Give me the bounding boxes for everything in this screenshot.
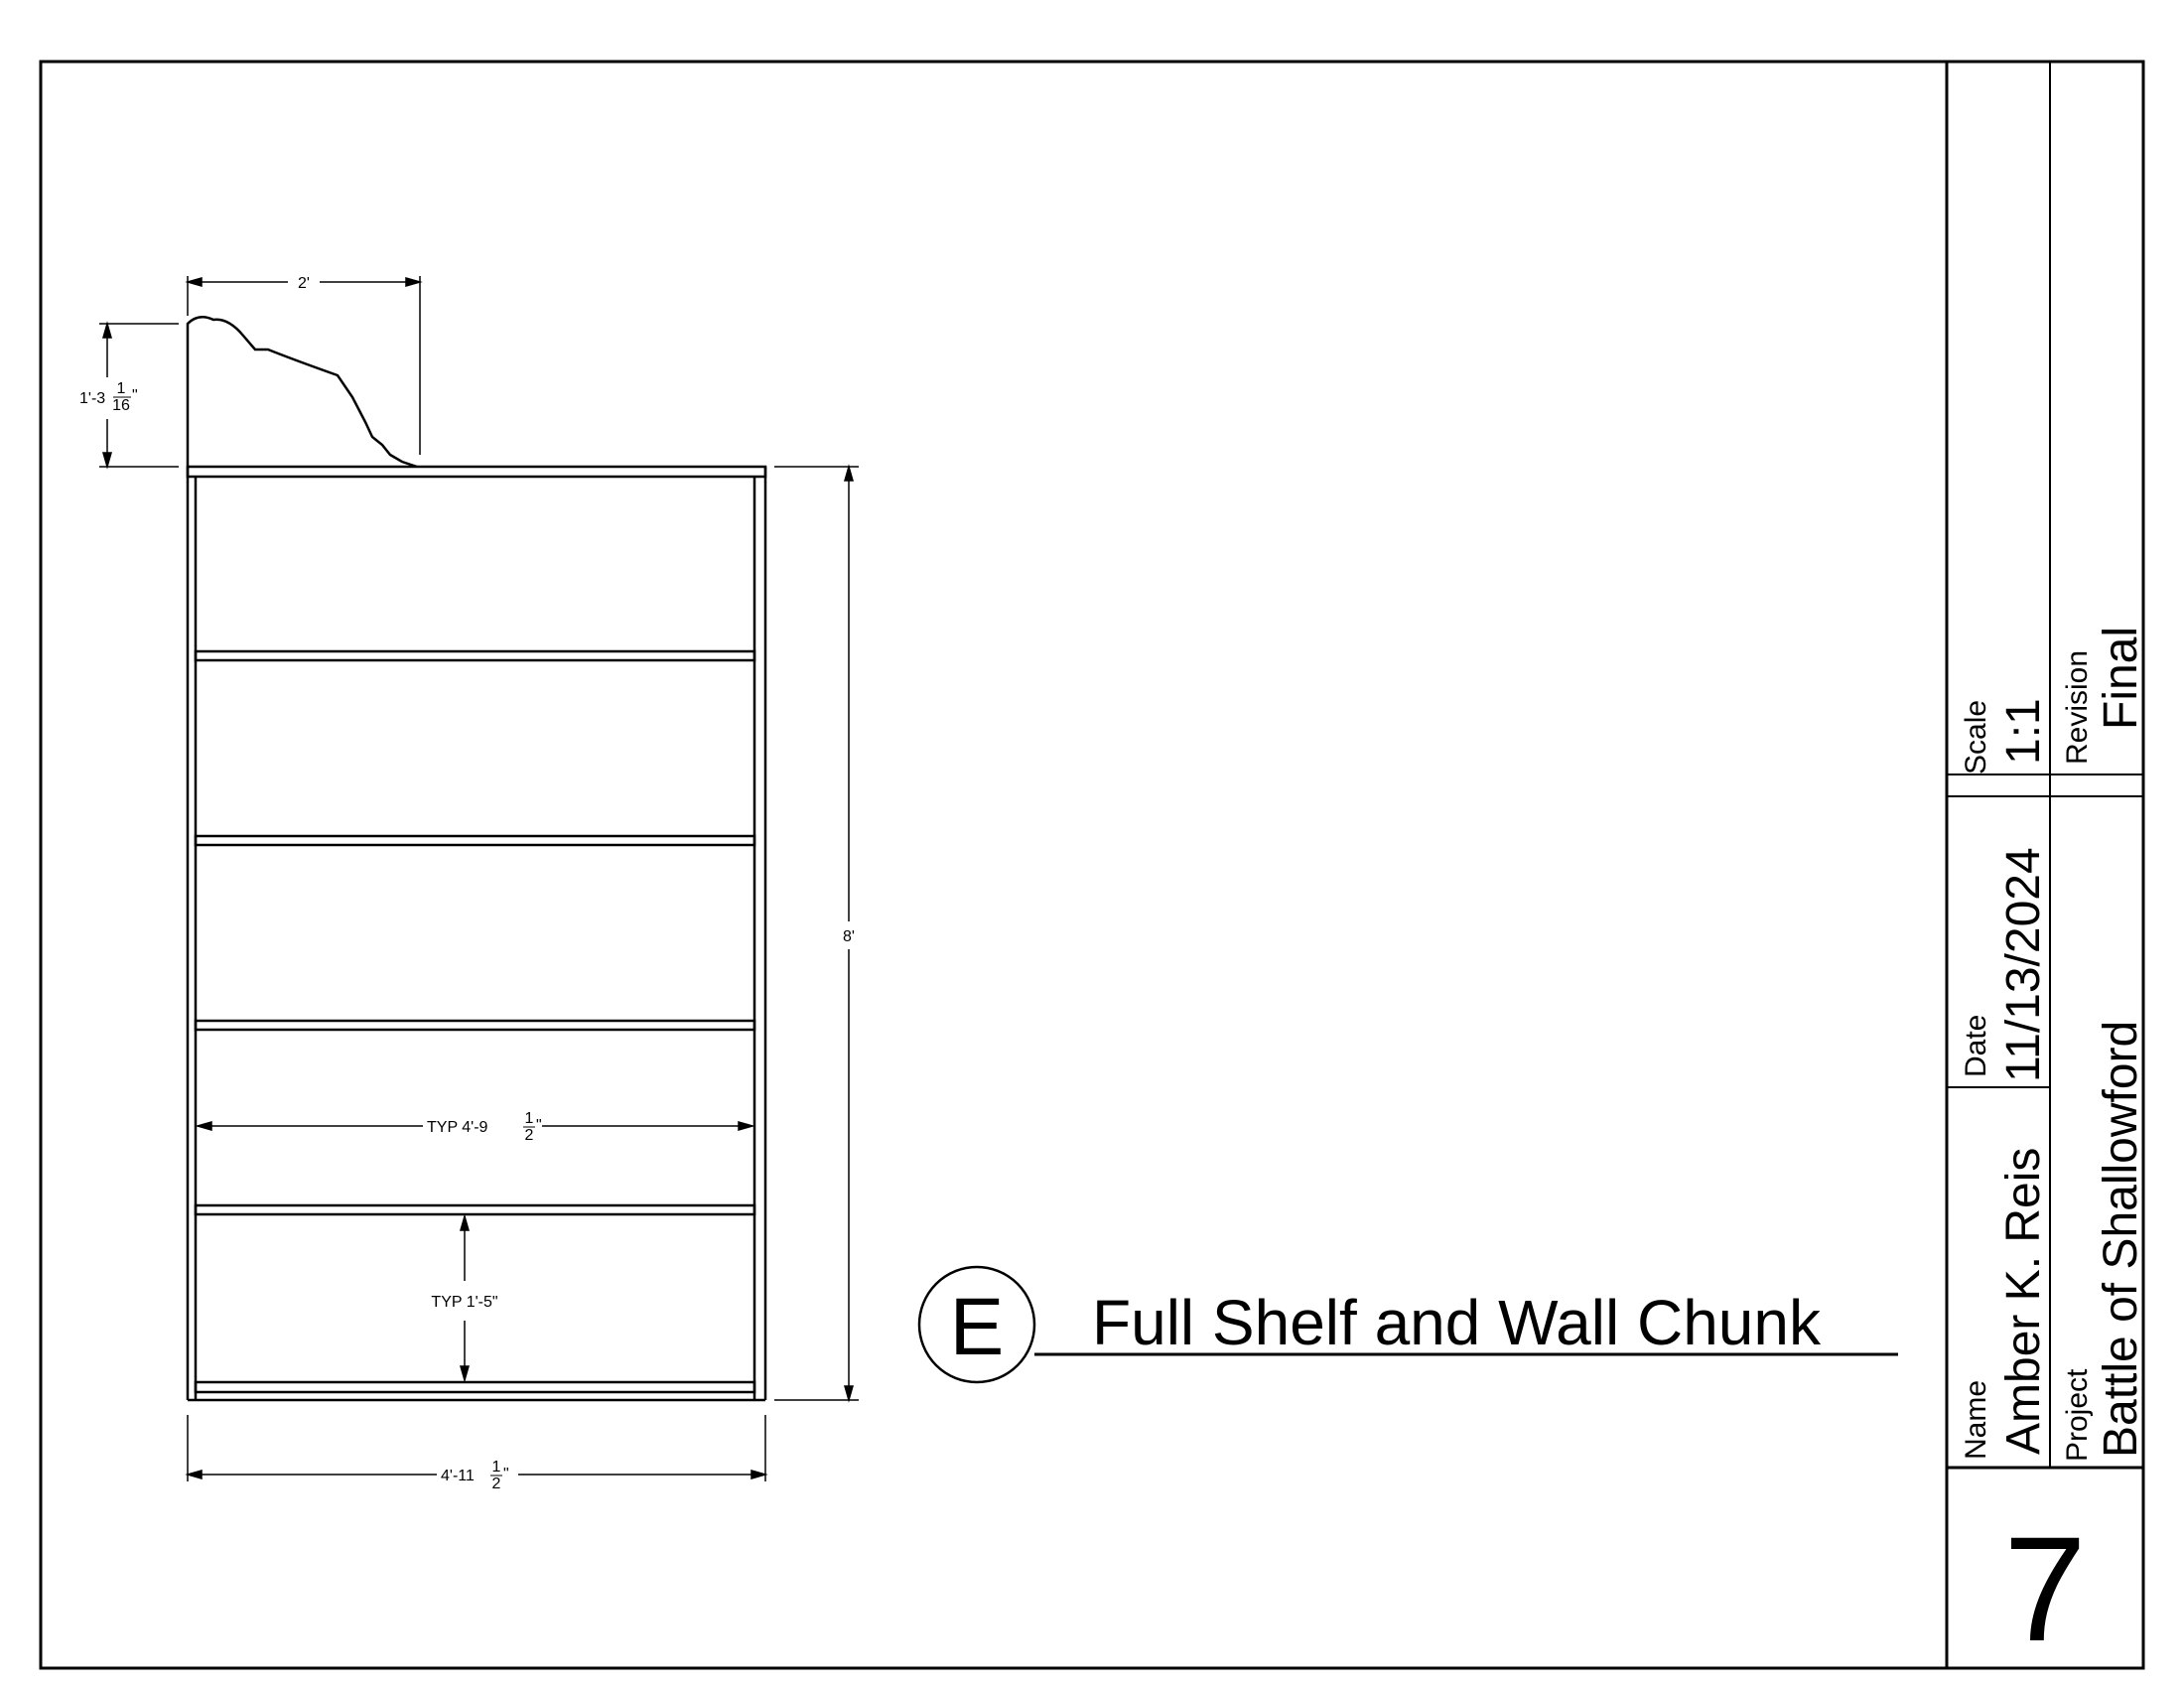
shelf-board-2 [194,834,756,847]
title-block [1945,62,2143,1668]
revision-value: Final [2095,627,2147,730]
dim-inner-width-unit: " [536,1117,542,1134]
scale-label: Scale [1960,700,1992,774]
dim-inner-width: TYP 4'-9 1 2 " [427,1110,542,1144]
sheet-border [39,60,2145,1670]
dim-overall-height: 8' [843,928,855,945]
dim-overall-width-num: 1 [492,1459,501,1476]
shelf-board-3 [194,1019,756,1032]
revision-label: Revision [2061,650,2094,765]
name-label: Name [1960,1380,1992,1460]
dim-chunk-height-unit: " [132,387,138,404]
dim-inner-width-den: 2 [525,1127,534,1144]
dim-chunk-height: 1'-3 1 16 " [79,380,138,414]
scale-value: 1:1 [1997,698,2050,765]
date-value: 11/13/2024 [1997,847,2050,1082]
dim-shelf-spacing: TYP 1'-5" [431,1294,497,1311]
dim-chunk-height-whole: 1'-3 [79,390,105,407]
wall-chunk-profile [186,316,418,469]
view-title-text: Full Shelf and Wall Chunk [1092,1287,1822,1358]
dim-overall-width-whole: 4'-11 [441,1468,475,1484]
view-title: E Full Shelf and Wall Chunk [917,1265,1898,1384]
name-value: Amber K. Reis [1997,1148,2050,1455]
dim-inner-width-num: 1 [525,1110,534,1127]
dim-chunk-height-num: 1 [117,380,126,397]
shelf-elevation [186,465,767,1402]
shelf-board-1 [194,649,756,662]
dim-chunk-height-den: 16 [112,397,130,414]
sheet-number: 7 [2003,1505,2086,1672]
project-value: Battle of Shallowford [2095,1021,2147,1458]
dim-overall-width-unit: " [503,1466,509,1482]
shelf-board-5 [194,1380,756,1394]
section-marker-letter: E [950,1282,1005,1372]
date-label: Date [1960,1015,1992,1077]
shelf-top-cap [186,465,767,479]
dim-chunk-width: 2' [298,275,310,292]
project-label: Project [2061,1368,2094,1462]
shelf-board-4 [194,1203,756,1216]
dim-inner-width-prefix: TYP 4'-9 [427,1119,488,1136]
section-marker-circle [917,1265,1036,1384]
dim-overall-width: 4'-11 1 2 " [441,1459,509,1492]
dimension-lines [99,276,859,1481]
dim-overall-width-den: 2 [492,1476,501,1492]
